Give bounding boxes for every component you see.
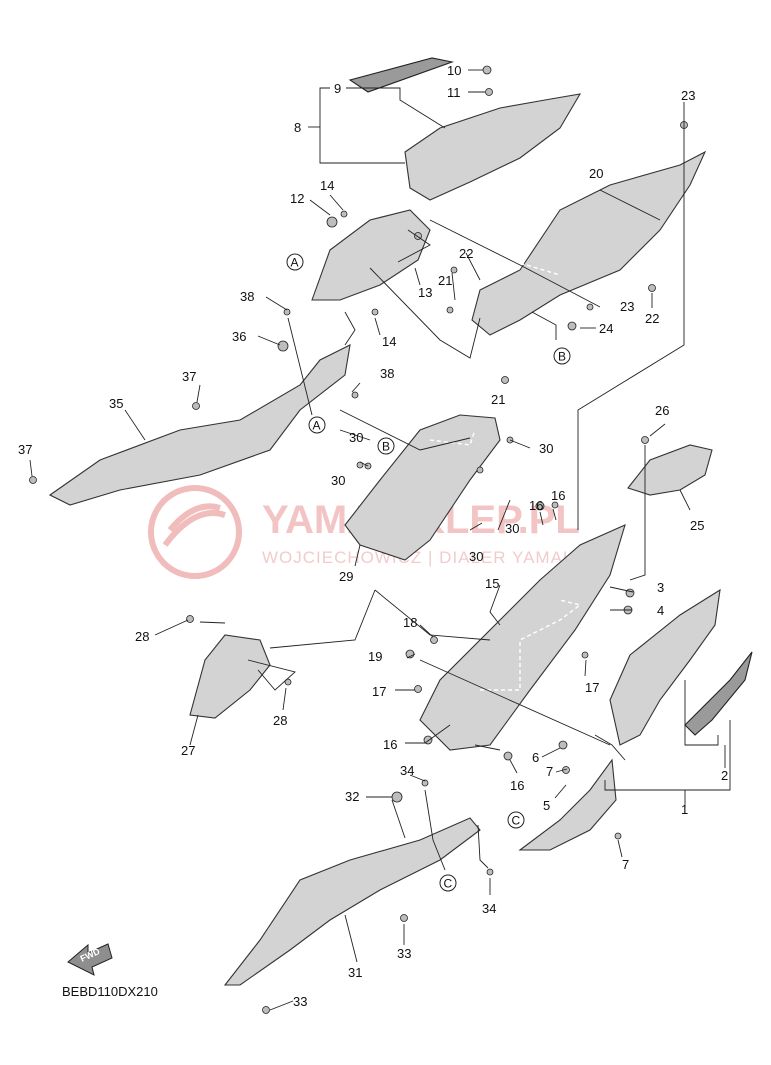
- callout-label: 21: [438, 273, 452, 288]
- reference-markers: A A B B C C: [286, 253, 571, 892]
- callout-label: 33: [397, 946, 411, 961]
- callout-label: 6: [532, 750, 539, 765]
- callout-label: 13: [418, 285, 432, 300]
- callout-label: 12: [290, 191, 304, 206]
- reference-marker: C: [444, 877, 453, 891]
- callout-label: 30: [469, 549, 483, 564]
- callout-label: 4: [657, 603, 664, 618]
- callout-label: 16: [551, 488, 565, 503]
- callout-label: 24: [599, 321, 613, 336]
- callout-label: 33: [293, 994, 307, 1009]
- callout-label: 38: [380, 366, 394, 381]
- callout-label: 10: [447, 63, 461, 78]
- callout-labels: 1 2 3 4 5 6 7 7 7 8 9 10 11 12 13 14 14 …: [18, 63, 728, 1009]
- part-31-lower-cover: [223, 817, 481, 986]
- callout-label: 25: [690, 518, 704, 533]
- callout-label: 32: [345, 789, 359, 804]
- callout-label: 37: [182, 369, 196, 384]
- part-15-middle-panel: [419, 524, 626, 751]
- reference-marker: B: [558, 350, 566, 364]
- callout-label: 23: [620, 299, 634, 314]
- part-20-side-panel: [471, 150, 707, 336]
- callout-label: 26: [655, 403, 669, 418]
- callout-label: 14: [320, 178, 334, 193]
- callout-label: 17: [372, 684, 386, 699]
- part-bracket-12: [311, 209, 431, 301]
- callout-label: 30: [349, 430, 363, 445]
- reference-marker: C: [512, 814, 521, 828]
- diagram-code: BEBD110DX210: [62, 984, 158, 999]
- callout-label: 36: [232, 329, 246, 344]
- callout-label: 37: [18, 442, 32, 457]
- callout-label: 16: [529, 498, 543, 513]
- part-2-strip: [684, 651, 753, 736]
- reference-marker: B: [382, 440, 390, 454]
- callout-label: 34: [400, 763, 414, 778]
- part-25-small-cover: [627, 444, 713, 496]
- callout-label: 34: [482, 901, 496, 916]
- watermark-subtitle: WOJCIECHOWICZ | DIALER YAMAHA: [262, 548, 589, 567]
- callout-label: 21: [491, 392, 505, 407]
- callout-label: 5: [543, 798, 550, 813]
- callout-label: 16: [510, 778, 524, 793]
- callout-label: 2: [721, 768, 728, 783]
- fwd-arrow-icon: FWD: [67, 943, 113, 976]
- callout-label: 11: [447, 85, 461, 100]
- leader-lines: [29, 69, 731, 1011]
- reference-marker: A: [291, 256, 299, 270]
- callout-label: 18: [403, 615, 417, 630]
- part-shapes: [48, 57, 753, 986]
- callout-label: 19: [368, 649, 382, 664]
- callout-label: 30: [505, 521, 519, 536]
- callout-label: 15: [485, 576, 499, 591]
- callout-label: 28: [273, 713, 287, 728]
- callout-label: 1: [681, 802, 688, 817]
- callout-label: 22: [645, 311, 659, 326]
- callout-label: 14: [382, 334, 396, 349]
- callout-label: 30: [539, 441, 553, 456]
- callout-label: 35: [109, 396, 123, 411]
- reference-marker: A: [313, 419, 321, 433]
- watermark-logo: [148, 485, 242, 579]
- callout-label: 31: [348, 965, 362, 980]
- callout-label: 16: [383, 737, 397, 752]
- part-35-rail: [48, 344, 351, 506]
- callout-label: 20: [589, 166, 603, 181]
- callout-label: 27: [181, 743, 195, 758]
- callout-label: 30: [331, 473, 345, 488]
- callout-label: 7: [622, 857, 629, 872]
- callout-label: 17: [585, 680, 599, 695]
- callout-label: 8: [294, 120, 301, 135]
- callout-label: 29: [339, 569, 353, 584]
- callout-label: 7: [546, 764, 553, 779]
- callout-label: 38: [240, 289, 254, 304]
- part-27-inner-cover: [189, 634, 271, 719]
- part-9-strip: [348, 57, 455, 93]
- part-8-upper-cover: [404, 93, 582, 201]
- callout-label: 23: [681, 88, 695, 103]
- part-trim-c: [518, 758, 617, 851]
- part-29-cover: [344, 414, 501, 561]
- callout-label: 3: [657, 580, 664, 595]
- callout-label: 9: [334, 81, 341, 96]
- dashed-outlines: [429, 257, 582, 691]
- callout-label: 28: [135, 629, 149, 644]
- callout-label: 22: [459, 246, 473, 261]
- part-1-lower-panel: [609, 588, 721, 746]
